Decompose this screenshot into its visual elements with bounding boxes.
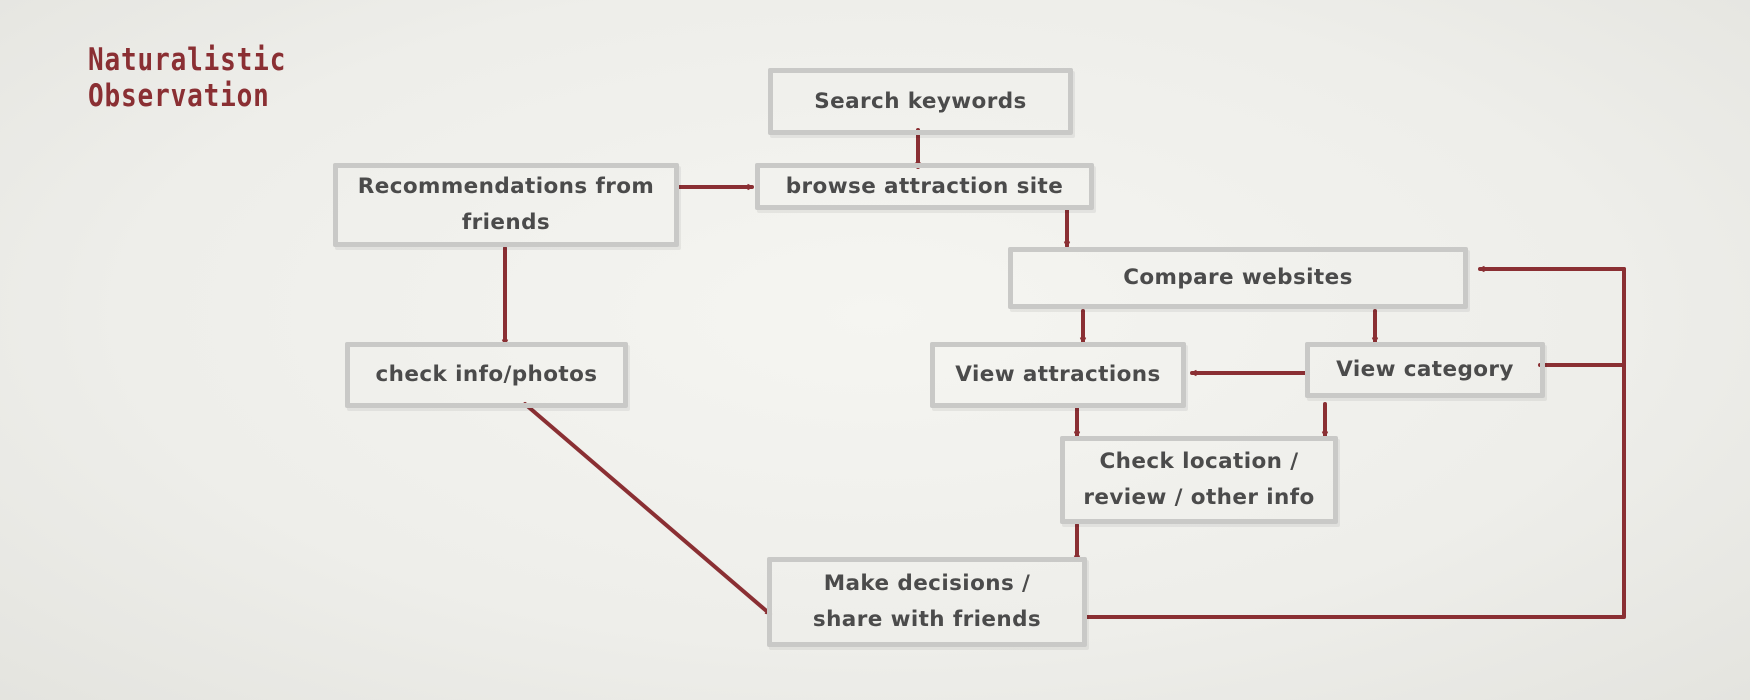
- node-view-category: View category: [1305, 342, 1545, 398]
- node-check-location-label: Check location / review / other info: [1083, 449, 1315, 510]
- node-recommendations: Recommendations from friends: [333, 163, 679, 247]
- node-compare-websites: Compare websites: [1008, 247, 1468, 309]
- node-browse-site-label: browse attraction site: [785, 173, 1064, 199]
- arrow-check-info-to-decisions: [523, 402, 772, 616]
- node-browse-site: browse attraction site: [755, 163, 1094, 210]
- title-line-1: Naturalistic: [88, 42, 287, 78]
- node-view-category-label: View category: [1336, 357, 1514, 382]
- node-check-location: Check location / review / other info: [1060, 436, 1338, 524]
- node-view-attractions-label: View attractions: [955, 362, 1161, 387]
- node-check-info: check info/photos: [345, 342, 628, 408]
- node-search-keywords: Search keywords: [768, 68, 1073, 135]
- diagram-title: Naturalistic Observation: [88, 42, 286, 114]
- node-compare-websites-label: Compare websites: [1123, 265, 1353, 290]
- node-make-decisions-label: Make decisions / share with friends: [812, 571, 1042, 632]
- node-search-keywords-label: Search keywords: [814, 88, 1027, 114]
- node-check-info-label: check info/photos: [375, 362, 598, 387]
- node-recommendations-label: Recommendations from friends: [357, 174, 655, 235]
- loop-line-decisions-to-right: [1085, 267, 1626, 619]
- node-view-attractions: View attractions: [930, 342, 1186, 408]
- title-line-2: Observation: [88, 78, 270, 114]
- node-make-decisions: Make decisions / share with friends: [767, 557, 1087, 647]
